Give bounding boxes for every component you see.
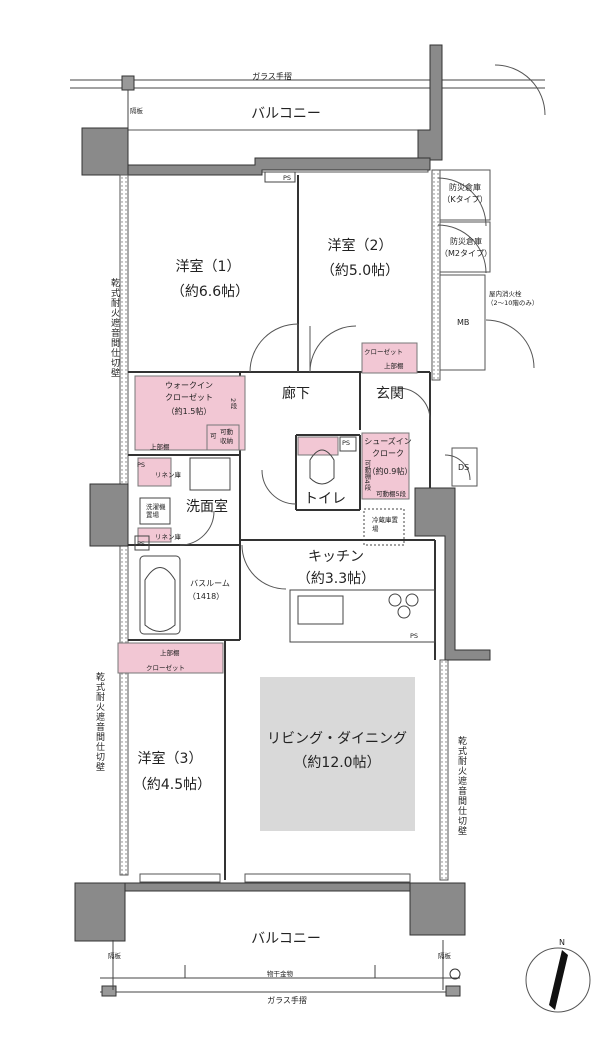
hydrant-line2: （2〜10階のみ）	[487, 299, 539, 307]
bathroom-size: （1418）	[187, 592, 225, 601]
compass-north-label: N	[559, 938, 565, 947]
walkin-line1: ウォークイン	[165, 381, 213, 390]
living-name: リビング・ダイニング	[267, 731, 407, 747]
shoe-size: （約0.9帖）	[367, 467, 413, 476]
ds-label: DS	[458, 463, 470, 472]
column-top-right	[417, 44, 443, 161]
hydrant-line1: 屋内消火栓	[489, 290, 522, 298]
glass-rail-top-label: ガラス手摺	[252, 72, 292, 81]
wall-bottom	[124, 882, 411, 892]
bottom-windows	[139, 873, 411, 883]
disaster-m2-line1: 防災倉庫	[450, 237, 482, 246]
walkin-upper-shelf: 上部棚	[150, 443, 170, 451]
column-right-middle	[414, 487, 491, 661]
wall-right-lower	[439, 659, 449, 881]
movable-storage: 可動収納	[220, 428, 233, 445]
walkin-line2: クローゼット	[165, 393, 213, 402]
balcony-top-label: バルコニー	[251, 106, 321, 122]
washroom-label: 洗面室	[186, 499, 228, 515]
western3-name: 洋室（3）	[137, 751, 203, 767]
closet-top-sub: 上部棚	[384, 362, 404, 370]
living-size: （約12.0帖）	[293, 755, 381, 771]
disaster-k-line1: 防災倉庫	[449, 183, 481, 192]
column-left-middle	[89, 483, 129, 547]
top-glass-railing	[70, 75, 545, 91]
walkin-shelf: 2段	[229, 398, 237, 409]
washer-label: 洗濯機置場	[146, 503, 166, 519]
storage-areas	[117, 342, 418, 674]
wall-left-lower-label: 乾式耐火遮音間仕切壁	[94, 672, 104, 772]
hallway-label: 廊下	[282, 386, 310, 402]
ps-bath: PS	[137, 540, 146, 548]
western2-name: 洋室（2）	[327, 238, 393, 254]
linen1-label: リネン庫	[155, 471, 181, 479]
wall-right-upper	[431, 169, 441, 381]
fixtures	[134, 171, 436, 643]
partition-bottom-left: 隔板	[108, 952, 121, 960]
mb-label: MB	[457, 318, 470, 327]
western1-size: （約6.6帖）	[170, 284, 250, 300]
toilet-label: トイレ	[304, 491, 346, 507]
movable-mark: 可	[210, 432, 217, 440]
shoe-line1: シューズイン	[364, 437, 412, 446]
right-facility-boxes	[439, 169, 491, 487]
closet-top-label: クローゼット	[364, 348, 403, 356]
kitchen-size: （約3.3帖）	[296, 571, 376, 587]
ps-top: PS	[283, 174, 292, 182]
western1-name: 洋室（1）	[175, 259, 241, 275]
ps-kitchen: PS	[410, 632, 419, 640]
walkin-size: （約1.5帖）	[166, 407, 212, 416]
closet3-label: クローゼット	[146, 664, 185, 672]
compass-icon	[525, 947, 591, 1013]
wall-left-upper-label: 乾式耐火遮音間仕切壁	[109, 278, 119, 378]
glass-rail-bottom-label: ガラス手摺	[267, 996, 307, 1005]
western2-size: （約5.0帖）	[320, 263, 400, 279]
entrance-label: 玄関	[376, 386, 404, 402]
living-floor-highlight	[260, 677, 415, 831]
kitchen-name: キッチン	[308, 549, 364, 565]
wall-top	[127, 157, 431, 176]
shoe-side-note: 可動棚4段	[363, 460, 371, 491]
disaster-m2-line2: （M2タイプ）	[440, 249, 492, 258]
shoe-shelf-note: 可動棚5段	[376, 490, 407, 498]
shoe-line2: クローク	[372, 449, 404, 458]
drying-rail-label: 物干金物	[267, 970, 293, 978]
doors	[179, 64, 546, 590]
western3-size: （約4.5帖）	[132, 777, 212, 793]
balcony-bottom-label: バルコニー	[251, 931, 321, 947]
column-top-left	[81, 127, 129, 176]
closet3-upper: 上部棚	[160, 649, 180, 657]
partition-bottom-right: 隔板	[438, 952, 451, 960]
fridge-label: 冷蔵庫置場	[372, 516, 398, 533]
column-bottom-right	[409, 882, 466, 936]
partition-top-label: 隔板	[130, 107, 143, 115]
wall-right-label: 乾式耐火遮音間仕切壁	[456, 736, 466, 836]
bottom-glass-railing	[100, 940, 461, 997]
ps-toilet: PS	[342, 439, 351, 447]
ps-wash: PS	[137, 461, 146, 469]
linen2-label: リネン庫	[155, 533, 181, 541]
bathroom-name: バスルーム	[190, 579, 230, 588]
disaster-k-line2: （Kタイプ）	[442, 195, 488, 204]
column-bottom-left	[74, 882, 126, 942]
